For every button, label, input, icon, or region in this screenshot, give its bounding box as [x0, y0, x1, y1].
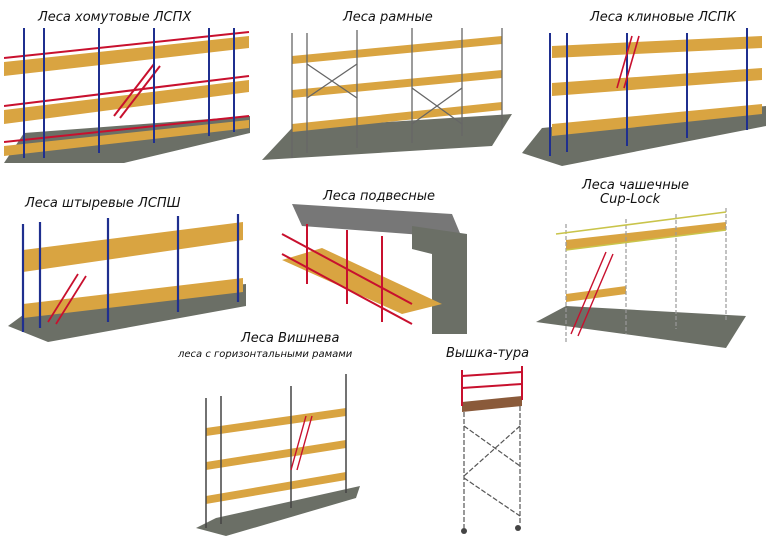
scaffold-podvesnye-image [281, 204, 467, 334]
subtitle-vishneva: леса с горизонтальными рамами [178, 349, 353, 360]
scaffold-ramnye-image [262, 28, 512, 160]
title-vyshka: Вышка-тура [446, 346, 530, 361]
title-cuplock: Леса чашечные [582, 178, 690, 193]
scaffold-lsph-image [4, 28, 250, 163]
scaffold-cuplock-image [536, 208, 746, 348]
scaffold-lspsh-image [8, 214, 246, 342]
scaffold-lspk-image [522, 28, 766, 166]
title-podvesnye: Леса подвесные [323, 189, 436, 204]
title-lspk: Леса клиновые ЛСПК [590, 10, 736, 25]
title-lsph: Леса хомутовые ЛСПХ [38, 10, 192, 25]
title-lspsh: Леса штыревые ЛСПШ [25, 196, 181, 211]
scaffold-vyshka-image [461, 366, 523, 534]
title-vishneva: Леса Вишнева [241, 331, 340, 346]
scaffold-vishneva-image [196, 374, 360, 536]
title-cuplock-2: Cup-Lock [600, 192, 661, 207]
title-ramnye: Леса рамные [343, 10, 433, 25]
